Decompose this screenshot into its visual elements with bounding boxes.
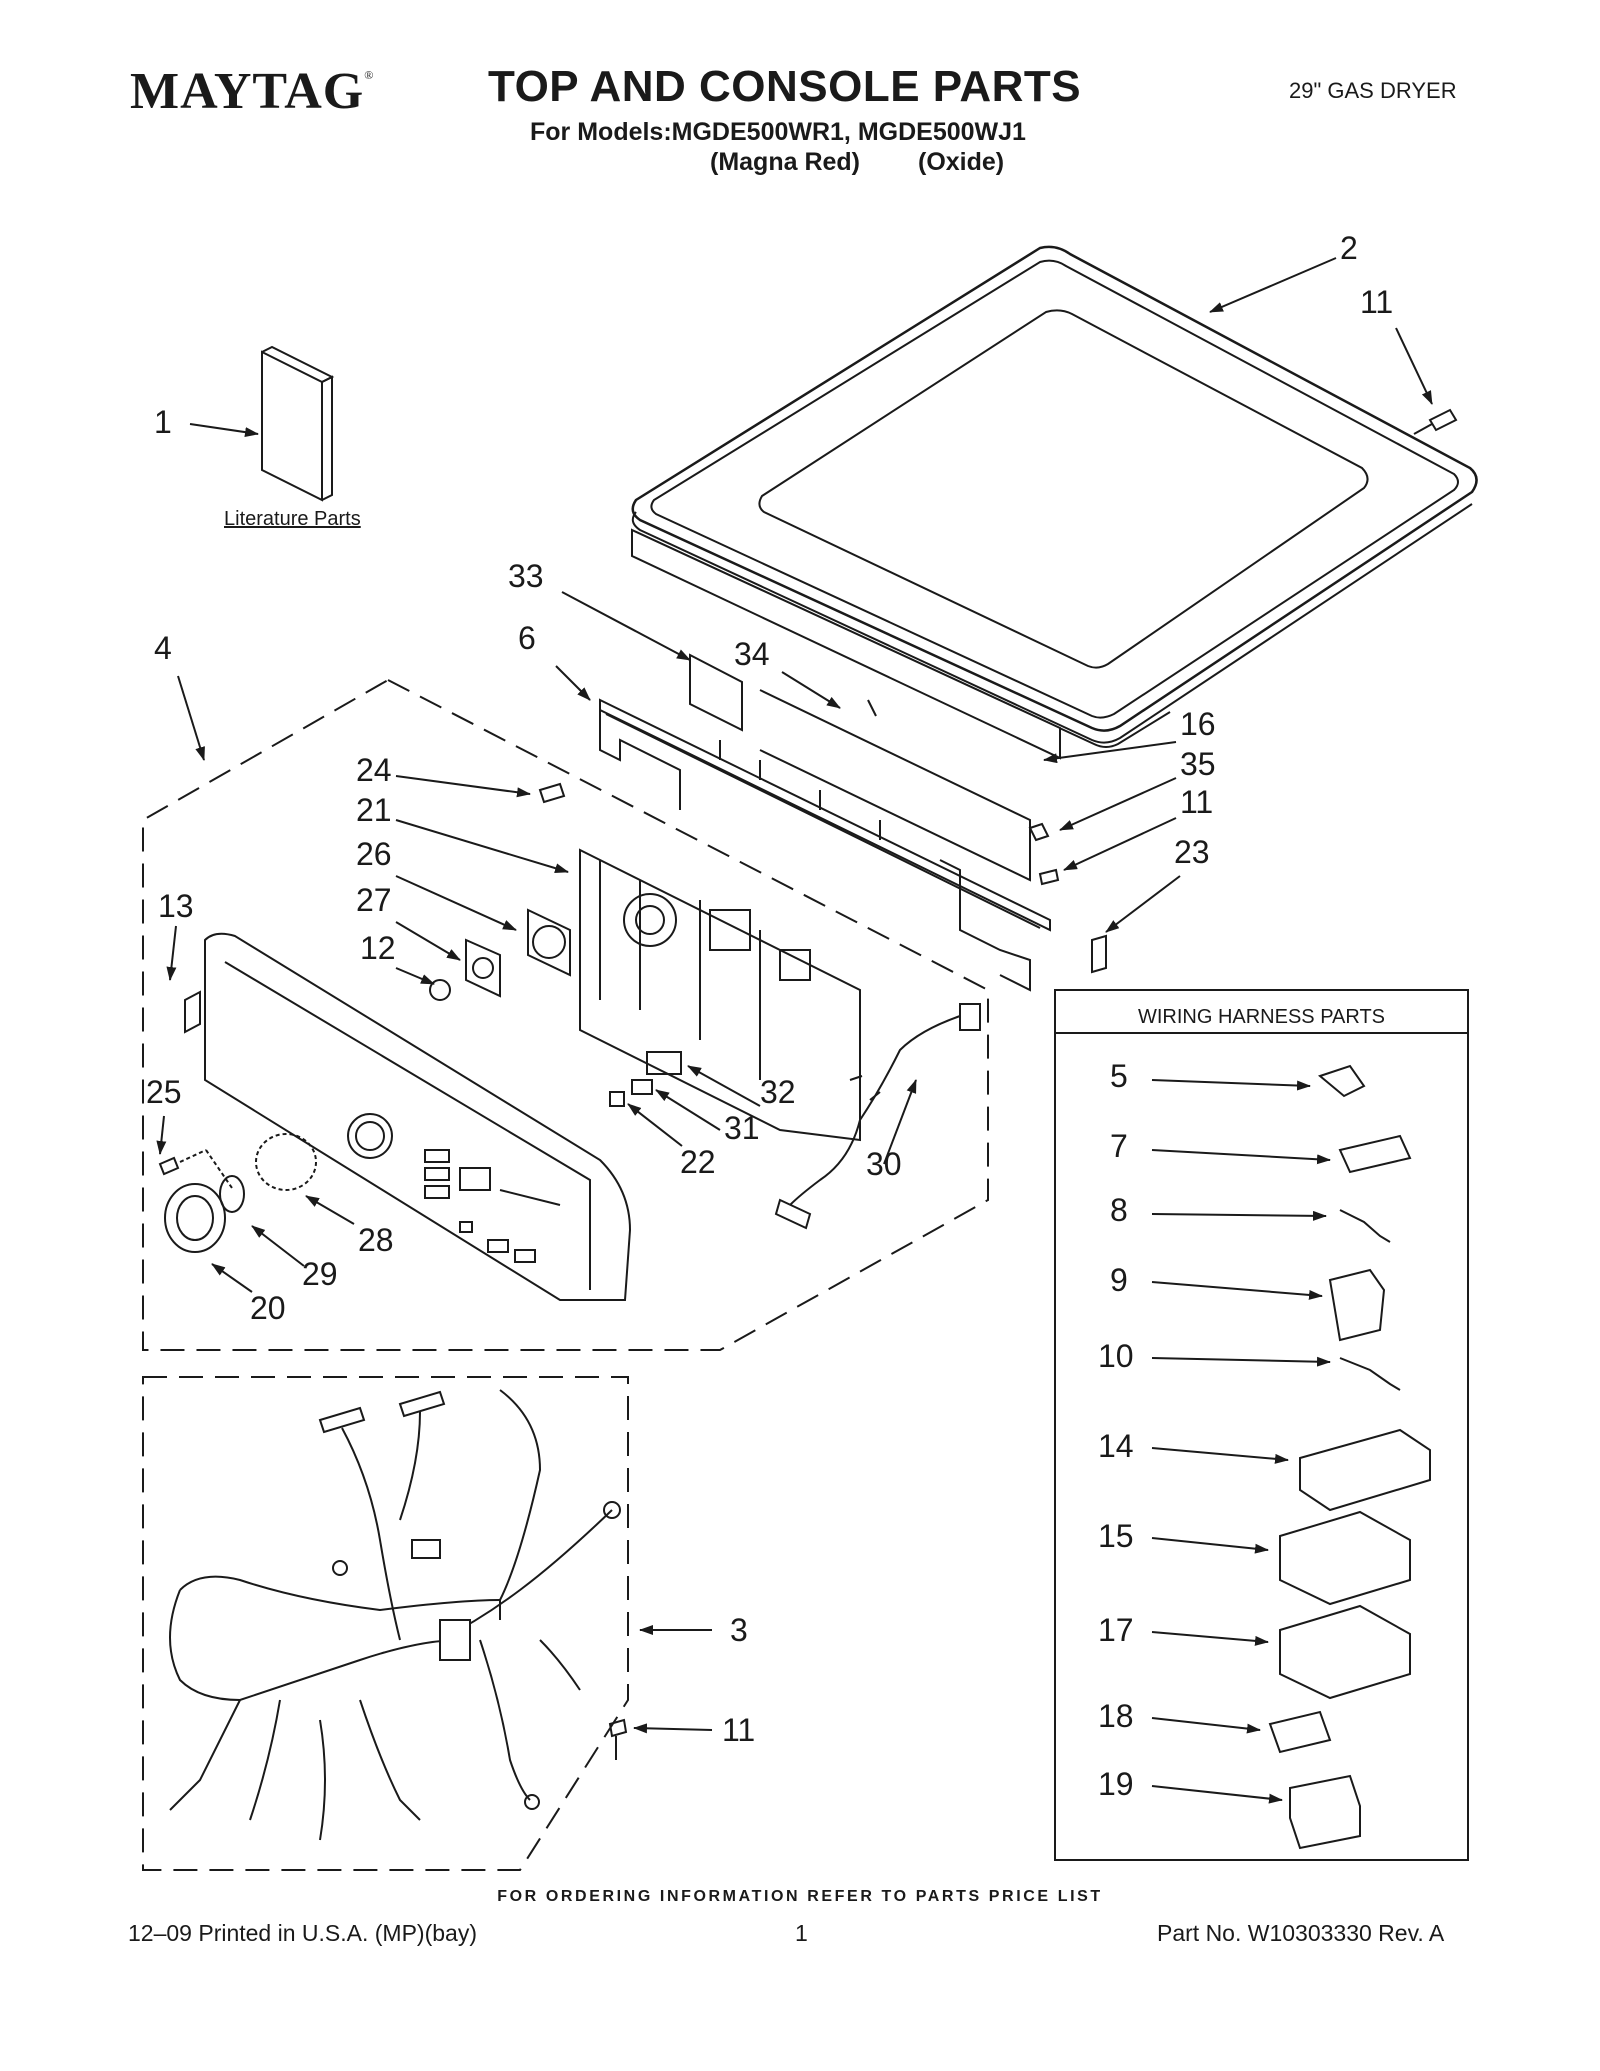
callout-3: 3 bbox=[730, 1612, 748, 1648]
callout-1: 1 bbox=[154, 404, 172, 440]
callout-35: 35 bbox=[1180, 746, 1216, 782]
callout-w7: 7 bbox=[1110, 1128, 1128, 1164]
callout-w14: 14 bbox=[1098, 1428, 1134, 1464]
knob-assembly bbox=[158, 1133, 317, 1253]
console-bracket bbox=[599, 653, 1051, 992]
part-number: Part No. W10303330 Rev. A bbox=[1157, 1920, 1445, 1946]
models-line: For Models:MGDE500WR1, MGDE500WJ1 bbox=[530, 118, 1026, 146]
wiring-harness-box bbox=[1054, 989, 1469, 1861]
screw-24 bbox=[538, 782, 566, 804]
switch-31 bbox=[631, 1079, 653, 1095]
screw-11-mid bbox=[1038, 868, 1060, 886]
dial-washer bbox=[429, 979, 451, 1001]
callout-28: 28 bbox=[358, 1222, 394, 1258]
callout-30: 30 bbox=[866, 1146, 902, 1182]
callout-13: 13 bbox=[158, 888, 194, 924]
callout-26: 26 bbox=[356, 836, 392, 872]
model-colors: (Magna Red) (Oxide) bbox=[710, 148, 1004, 177]
callout-w19: 19 bbox=[1098, 1766, 1134, 1802]
product-type: 29" GAS DRYER bbox=[1289, 78, 1457, 103]
screw-34 bbox=[867, 699, 877, 717]
encoder-assembly bbox=[465, 908, 571, 998]
callout-12: 12 bbox=[360, 930, 396, 966]
literature-book bbox=[261, 345, 335, 502]
brand-name: MAYTAG bbox=[130, 63, 365, 120]
color-2: (Oxide) bbox=[918, 148, 1005, 176]
callout-32: 32 bbox=[760, 1074, 796, 1110]
main-wire-harness bbox=[169, 1389, 621, 1841]
wiring-harness-parts bbox=[1268, 1064, 1431, 1850]
harness-screw bbox=[608, 1718, 628, 1760]
ordering-note: FOR ORDERING INFORMATION REFER TO PARTS … bbox=[497, 1888, 1103, 1905]
callout-w17: 17 bbox=[1098, 1612, 1134, 1648]
callout-20: 20 bbox=[250, 1290, 286, 1326]
control-electronics bbox=[579, 848, 861, 1142]
page-title: TOP AND CONSOLE PARTS bbox=[488, 62, 1082, 111]
callout-23: 23 bbox=[1174, 834, 1210, 870]
console-assembly-outline bbox=[142, 678, 989, 1351]
print-info: 12–09 Printed in U.S.A. (MP)(bay) bbox=[128, 1920, 477, 1946]
callout-34: 34 bbox=[734, 636, 770, 672]
callout-6: 6 bbox=[518, 620, 536, 656]
callout-31: 31 bbox=[724, 1110, 760, 1146]
callout-2: 2 bbox=[1340, 230, 1358, 266]
callout-11-mid: 11 bbox=[1180, 784, 1214, 820]
callout-w15: 15 bbox=[1098, 1518, 1134, 1554]
callout-w10: 10 bbox=[1098, 1338, 1134, 1374]
callout-w18: 18 bbox=[1098, 1698, 1134, 1734]
clip-23 bbox=[1091, 934, 1107, 974]
callout-29: 29 bbox=[302, 1256, 338, 1292]
console-panel bbox=[184, 932, 632, 1301]
leader-arrows bbox=[156, 257, 1433, 1804]
callout-w5: 5 bbox=[1110, 1058, 1128, 1094]
switch-32 bbox=[646, 1051, 682, 1075]
registered-mark: ® bbox=[364, 68, 375, 82]
dryer-top-panel bbox=[631, 245, 1478, 760]
callout-w8: 8 bbox=[1110, 1192, 1128, 1228]
wiring-harness-title: WIRING HARNESS PARTS bbox=[1137, 1006, 1386, 1028]
callout-16: 16 bbox=[1180, 706, 1216, 742]
callout-w9: 9 bbox=[1110, 1262, 1128, 1298]
page-number: 1 bbox=[795, 1920, 808, 1946]
callout-4: 4 bbox=[154, 630, 172, 666]
callout-11-top: 11 bbox=[1360, 284, 1394, 320]
callout-27: 27 bbox=[356, 882, 392, 918]
screw-35 bbox=[1028, 822, 1050, 842]
console-harness bbox=[774, 1003, 981, 1230]
callout-33: 33 bbox=[508, 558, 544, 594]
callout-21: 21 bbox=[356, 792, 392, 828]
literature-parts-caption: Literature Parts bbox=[224, 508, 361, 530]
callout-24: 24 bbox=[356, 752, 392, 788]
callout-11-harness: 11 bbox=[722, 1712, 756, 1748]
main-harness-outline bbox=[142, 1376, 629, 1871]
color-1: (Magna Red) bbox=[710, 148, 860, 176]
callout-25: 25 bbox=[146, 1074, 182, 1110]
switch-22 bbox=[609, 1091, 625, 1107]
callout-22: 22 bbox=[680, 1144, 716, 1180]
top-screw bbox=[1413, 408, 1458, 435]
brand-logo: MAYTAG® bbox=[130, 62, 374, 121]
